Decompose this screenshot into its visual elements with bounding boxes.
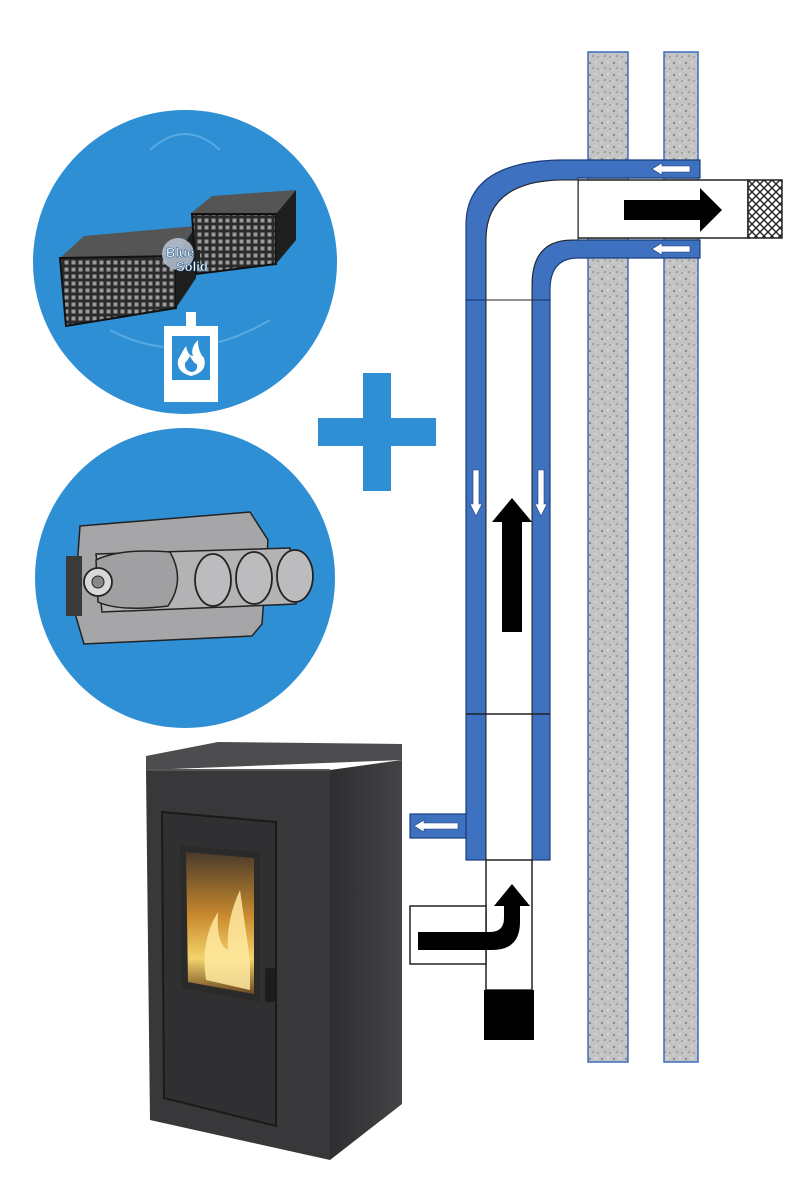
- plus-icon: [318, 373, 436, 491]
- brand-logo-line1: Blue: [166, 245, 194, 260]
- duct-core-bend: [485, 179, 579, 301]
- intake-arrow-top: [651, 162, 691, 176]
- flame-icon: [164, 312, 218, 402]
- pellet-stove: [146, 742, 402, 1160]
- terminal-mesh-cap: [747, 179, 783, 239]
- heat-exchanger-tubes: [66, 511, 314, 645]
- filter-unit: Blue Solid: [58, 190, 296, 328]
- tube-end-3: [276, 549, 314, 603]
- exhaust-out-arrow: [624, 188, 722, 232]
- intake-left-arrow: [413, 819, 459, 833]
- filter-unit-circle: Blue Solid: [33, 110, 337, 414]
- intake-down-arrow-left: [469, 469, 483, 517]
- exhaust-bend-arrow: [418, 884, 530, 950]
- intake-down-arrow-right: [534, 469, 548, 517]
- stove-door-handle[interactable]: [265, 968, 275, 1002]
- heat-exchanger-circle: [35, 428, 335, 728]
- air-flow-arrows: [413, 162, 722, 950]
- exhaust-up-arrow: [492, 498, 532, 632]
- condensate-cap: [484, 990, 534, 1040]
- tube-end-2: [235, 551, 273, 605]
- intake-arrow-bottom: [651, 242, 691, 256]
- outer-duct-right: [531, 299, 551, 861]
- outer-duct-left: [465, 299, 487, 861]
- tube-end-1: [194, 553, 232, 607]
- brand-logo-line2: Solid: [176, 259, 208, 274]
